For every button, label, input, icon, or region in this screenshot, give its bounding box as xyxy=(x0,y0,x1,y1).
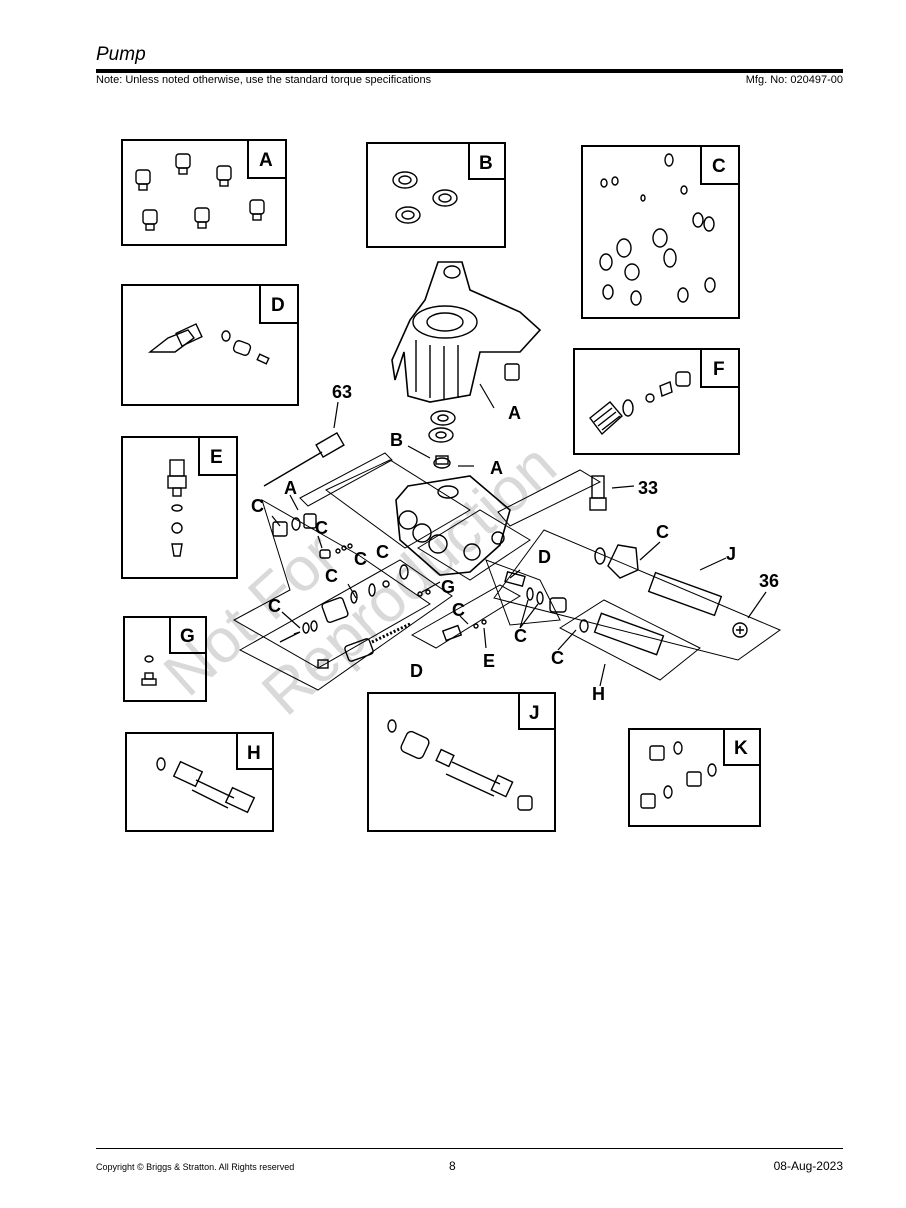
kit-label-g: G xyxy=(180,626,195,647)
kit-label-d: D xyxy=(271,295,285,316)
kit-label-k: K xyxy=(734,738,748,759)
header-rule xyxy=(96,69,843,73)
seal-stack-icon xyxy=(428,410,456,469)
kit-label-j: J xyxy=(529,703,540,724)
callout-c-9: C xyxy=(551,648,564,668)
leader-lines xyxy=(271,383,767,687)
kit-box-h: H xyxy=(125,732,274,832)
kit-label-h: H xyxy=(247,743,261,764)
kit-box-b: B xyxy=(366,142,506,248)
callout-c-1: C xyxy=(251,496,264,516)
nozzle-assembly-icon xyxy=(589,371,691,436)
callout-63: 63 xyxy=(332,382,352,402)
kit-label-a: A xyxy=(259,150,273,171)
left-valve-train xyxy=(272,513,487,669)
mfg-number: Mfg. No: 020497-00 xyxy=(745,74,843,86)
pump-crankcase-icon xyxy=(391,261,542,403)
inlet-tube-icon xyxy=(387,719,533,811)
callout-c-7: C xyxy=(452,600,465,620)
callout-d-1: D xyxy=(410,661,423,681)
callout-c-6: C xyxy=(268,596,281,616)
kit-box-a: A xyxy=(121,139,287,246)
kit-label-f: F xyxy=(713,359,725,380)
callout-g: G xyxy=(441,577,455,597)
callout-c-8: C xyxy=(514,626,527,646)
small-valve-icon xyxy=(141,655,157,686)
callout-36: 36 xyxy=(759,571,779,591)
kit-label-c: C xyxy=(712,156,726,177)
kit-box-g: G xyxy=(123,616,207,702)
kit-box-e: E xyxy=(121,436,238,579)
plug-set-icon xyxy=(640,741,717,809)
o-ring-icon xyxy=(599,153,716,306)
callout-d-2: D xyxy=(538,547,551,567)
manifold-icon xyxy=(395,475,511,576)
assembly-outline-planes xyxy=(232,452,782,691)
unloader-valve-icon xyxy=(147,323,270,365)
bolt-icon xyxy=(589,475,607,511)
torque-note: Note: Unless noted otherwise, use the st… xyxy=(96,74,432,86)
thermal-relief-rod-icon xyxy=(263,431,345,487)
kit-label-b: B xyxy=(479,153,493,174)
callout-a-upper: A xyxy=(508,403,521,423)
callout-c-5: C xyxy=(325,566,338,586)
callout-a-lower: A xyxy=(490,458,503,478)
callout-b: B xyxy=(390,430,403,450)
callout-a-left: A xyxy=(284,478,297,498)
kit-box-k: K xyxy=(628,728,761,827)
copyright: Copyright © Briggs & Stratton. All Right… xyxy=(96,1162,295,1172)
right-valve-train xyxy=(504,544,748,656)
page-title: Pump xyxy=(96,44,146,65)
date: 08-Aug-2023 xyxy=(773,1159,843,1173)
check-valve-icon xyxy=(167,459,187,557)
watermark: Not For Reproduction xyxy=(151,431,569,729)
page-number: 8 xyxy=(449,1159,456,1173)
kit-box-d: D xyxy=(121,284,299,406)
callout-33: 33 xyxy=(638,478,658,498)
callout-h: H xyxy=(592,684,605,704)
callout-labels: 63 B A A A C C C C C C G C E D D C C H 3… xyxy=(251,382,779,704)
kit-label-e: E xyxy=(210,447,223,468)
outlet-tube-icon xyxy=(156,757,256,814)
callout-e: E xyxy=(483,651,495,671)
callout-c-3: C xyxy=(354,549,367,569)
callout-c-4: C xyxy=(376,542,389,562)
kit-box-c: C xyxy=(581,145,740,319)
plug-icon xyxy=(135,153,265,231)
callout-c-10: C xyxy=(656,522,669,542)
seal-icon xyxy=(392,171,458,224)
kit-box-f: F xyxy=(573,348,740,455)
footer-rule xyxy=(96,1148,843,1149)
kit-box-j: J xyxy=(367,692,556,832)
callout-c-2: C xyxy=(315,518,328,538)
callout-j: J xyxy=(726,544,736,564)
